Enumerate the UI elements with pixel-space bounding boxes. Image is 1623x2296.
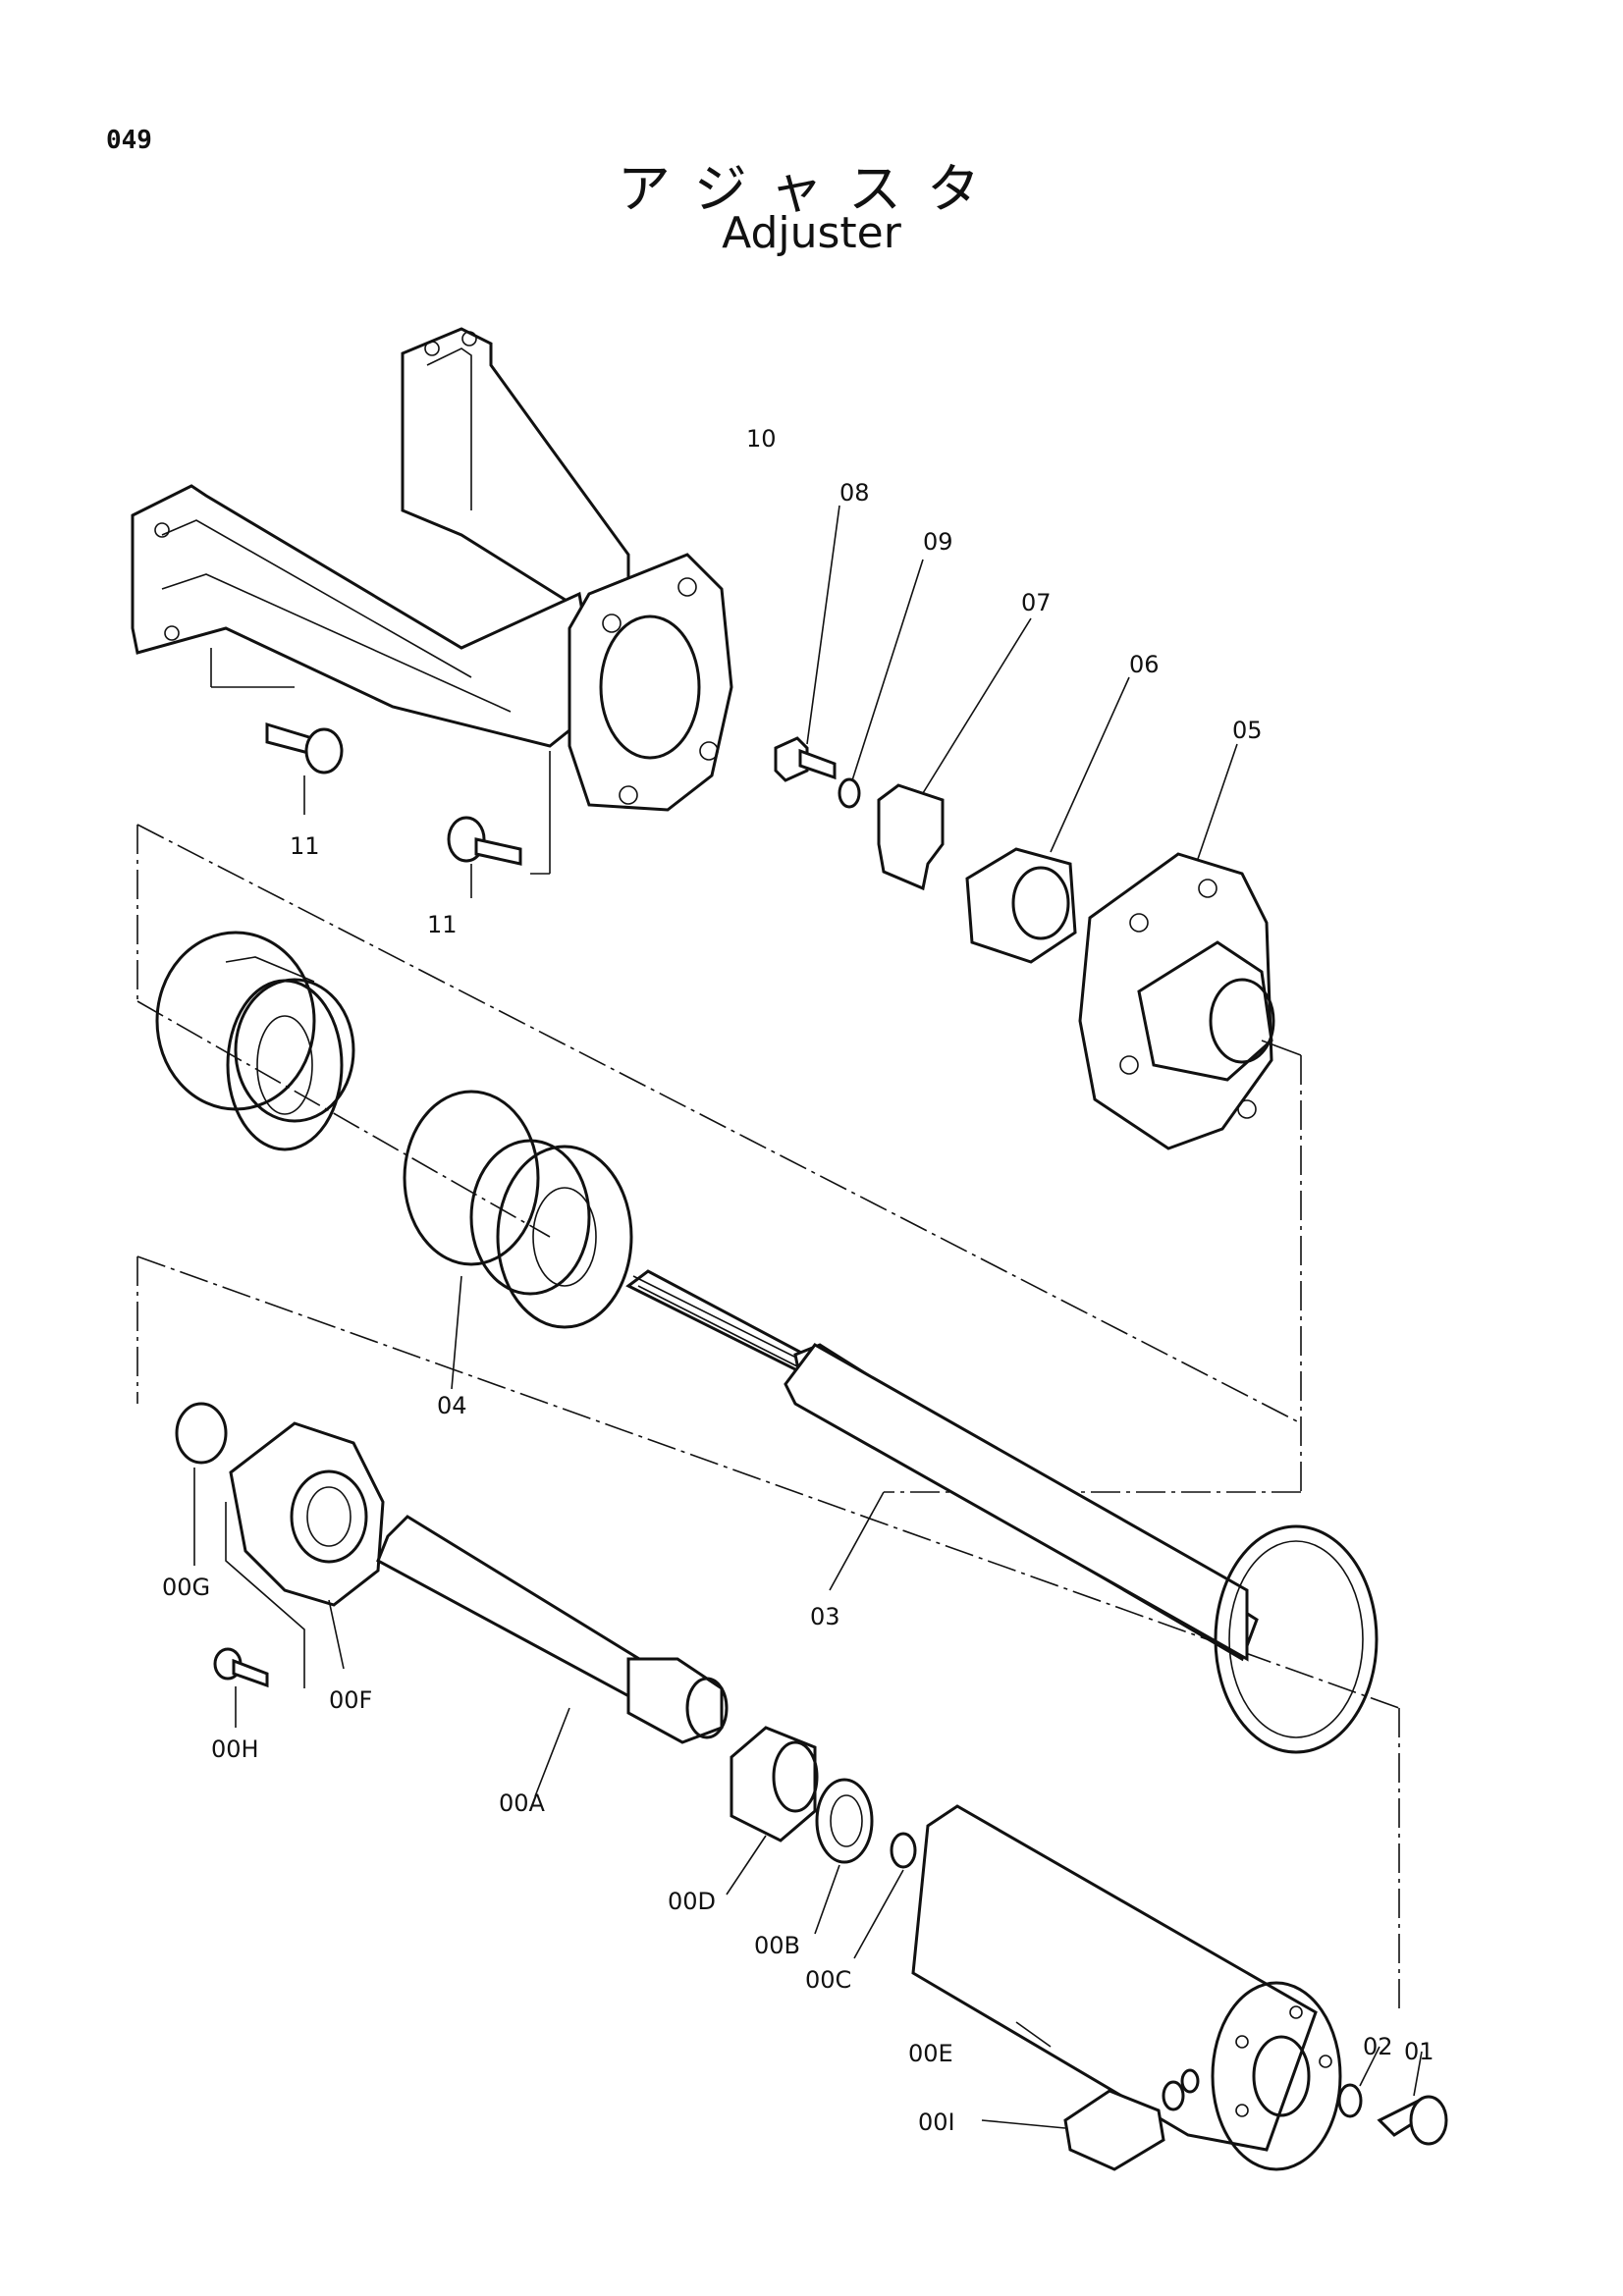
label-10: 10: [746, 425, 777, 453]
part-00I-grease-fitting: [981, 2068, 1200, 2171]
title-japanese: アジャスタ: [617, 158, 1006, 220]
part-11-bolt-lower: [447, 816, 522, 898]
part-10-bracket: [131, 327, 733, 875]
label-01: 01: [1404, 2038, 1434, 2065]
label-00B: 00B: [754, 1932, 800, 1959]
label-11-upper: 11: [290, 832, 320, 860]
part-08-bolt: [774, 505, 840, 782]
part-11-bolt-upper: [265, 721, 344, 815]
label-05: 05: [1232, 717, 1263, 744]
assembly-line: [136, 824, 1302, 1424]
label-00G: 00G: [162, 1574, 210, 1601]
label-09: 09: [923, 528, 953, 556]
part-03-rod: [625, 1269, 1379, 1754]
label-06: 06: [1129, 651, 1160, 678]
label-00A: 00A: [499, 1789, 546, 1817]
part-07-plate: [877, 617, 1032, 891]
part-00H-bolt: [213, 1647, 269, 1728]
part-00E-cylinder: [911, 1804, 1342, 2171]
label-11-lower: 11: [427, 911, 458, 938]
part-04-spring-large: [155, 931, 355, 1151]
part-06-nut: [965, 676, 1130, 964]
label-00E: 00E: [908, 2040, 953, 2067]
label-03: 03: [810, 1603, 840, 1630]
part-09-washer: [838, 559, 924, 809]
label-02: 02: [1363, 2033, 1393, 2060]
part-00B-seal: [814, 1778, 874, 1935]
part-00G-o-ring: [175, 1402, 228, 1566]
label-00C: 00C: [805, 1966, 851, 1994]
label-00F: 00F: [329, 1686, 372, 1714]
label-08: 08: [839, 479, 870, 507]
label-00D: 00D: [668, 1888, 716, 1915]
part-00D-bushing: [726, 1726, 819, 1896]
part-00F-flange: [225, 1421, 385, 1688]
assembly-line: [136, 1000, 551, 1238]
page-number: 049: [106, 126, 152, 155]
label-07: 07: [1021, 589, 1052, 616]
title-english: Adjuster: [722, 208, 901, 258]
label-04: 04: [437, 1392, 467, 1419]
assembly-line: [136, 1255, 1400, 1709]
part-00C-snap-ring: [853, 1832, 917, 1959]
part-05-flange: [1078, 743, 1302, 1492]
label-00H: 00H: [211, 1735, 259, 1763]
part-01-bolt: [1377, 2051, 1448, 2146]
part-00A-shaft: [376, 1515, 729, 1797]
part-04-spring-small: [403, 1090, 633, 1390]
part-02-washer: [1337, 2046, 1380, 2118]
label-00I: 00I: [918, 2109, 955, 2136]
